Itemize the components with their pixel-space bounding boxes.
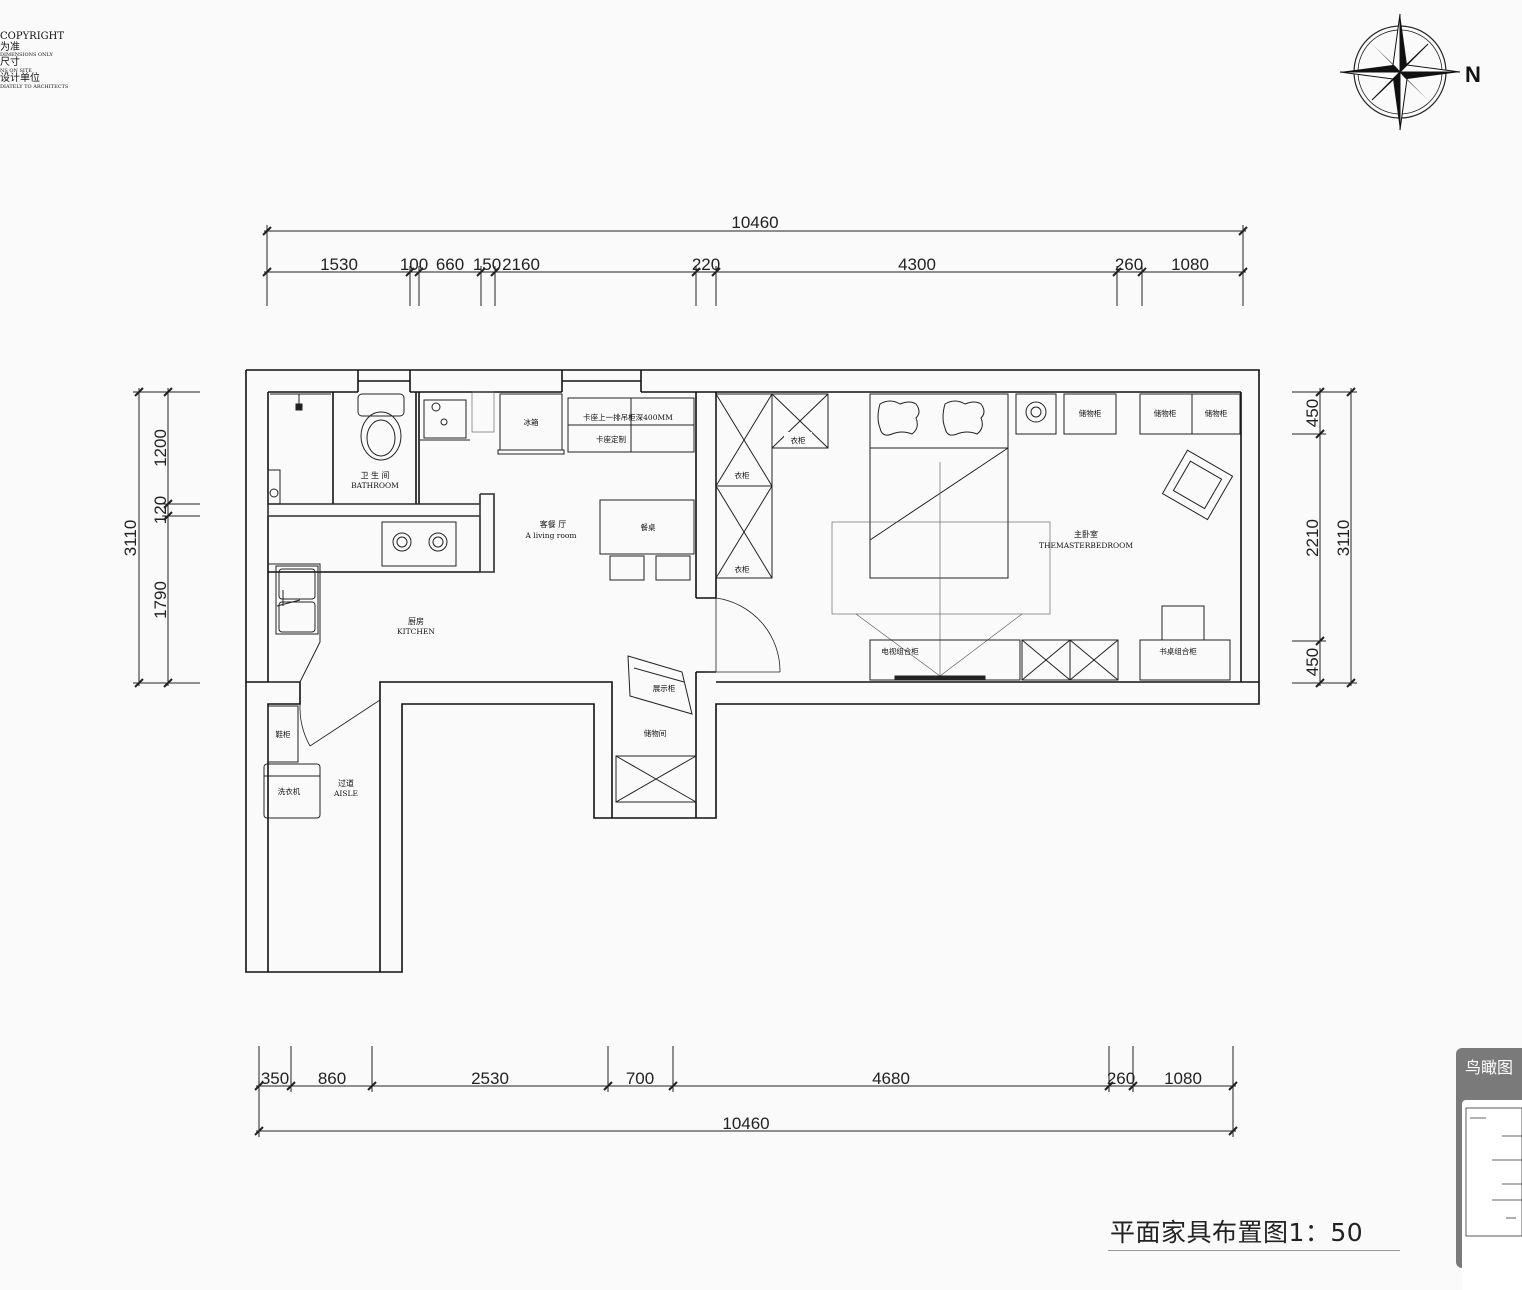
dim-top-seg: 660 xyxy=(436,255,464,274)
dim-left-seg: 120 xyxy=(151,496,170,524)
bed xyxy=(869,393,1009,579)
aisle-label-en: AISLE xyxy=(333,789,358,798)
dining-table-label: 餐桌 xyxy=(641,522,656,532)
left-dimension-lines xyxy=(133,387,200,688)
right-dimension-lines xyxy=(1292,387,1357,688)
kitchen-label-en: KITCHEN xyxy=(397,627,435,636)
wardrobe-label: 衣柜 xyxy=(735,470,750,480)
dim-bottom-seg: 860 xyxy=(318,1069,346,1088)
wardrobe-label: 衣柜 xyxy=(791,435,806,445)
aerial-view-panel[interactable]: 鸟瞰图 xyxy=(1456,1048,1522,1290)
storage-cabinet-label: 储物柜 xyxy=(1154,408,1177,418)
dim-left-seg: 1790 xyxy=(151,581,170,619)
dim-top-seg: 1080 xyxy=(1171,255,1209,274)
dim-top-seg: 150 xyxy=(473,255,501,274)
dim-bottom-seg: 2530 xyxy=(471,1069,509,1088)
aerial-view-thumbnail[interactable] xyxy=(1462,1100,1522,1290)
dim-top-seg: 260 xyxy=(1115,255,1143,274)
bathroom-label: 卫 生 间 xyxy=(360,470,389,480)
copyright-line: DIATELY TO ARCHITECTS xyxy=(0,83,69,90)
storage-cabinet-label: 储物柜 xyxy=(1205,408,1228,418)
dim-top-seg: 1530 xyxy=(320,255,358,274)
wall-hatch xyxy=(267,391,495,573)
tv-cabinet-label: 电视组合柜 xyxy=(881,646,919,656)
upper-cabinet-label: 卡座上一排吊柜深400MM xyxy=(583,412,673,422)
dim-top-seg: 220 xyxy=(692,255,720,274)
dim-top-seg: 100 xyxy=(400,255,428,274)
bathroom-fixtures xyxy=(267,393,470,505)
title-underline xyxy=(1108,1250,1400,1251)
bathroom-label-en: BATHROOM xyxy=(351,481,399,490)
doors xyxy=(299,597,781,747)
bottom-dimension-lines xyxy=(254,1046,1238,1137)
desk-cabinet-label: 书桌组合柜 xyxy=(1159,646,1197,656)
dim-bottom-seg: 700 xyxy=(626,1069,654,1088)
fridge-label: 冰箱 xyxy=(524,417,539,427)
kitchen-fixtures xyxy=(268,393,695,683)
booth-label: 卡座定制 xyxy=(596,434,626,444)
aerial-view-label: 鸟瞰图 xyxy=(1464,1058,1513,1077)
living-room-label: 客餐 厅 xyxy=(540,519,567,529)
copyright-line: 设计单位 xyxy=(0,73,40,84)
bedroom-cabinets xyxy=(869,393,1241,681)
storage-cabinet-label: 储物柜 xyxy=(1079,408,1102,418)
shoe-cabinet-label: 鞋柜 xyxy=(276,729,291,739)
bedroom-label: 主卧室 xyxy=(1074,529,1098,539)
display-cabinet-label: 展示柜 xyxy=(653,683,676,693)
dim-bottom-seg: 1080 xyxy=(1164,1069,1202,1088)
wardrobe-label: 衣柜 xyxy=(735,564,750,574)
copyright-line: 尺寸 xyxy=(0,57,20,69)
dim-right-seg: 2210 xyxy=(1303,519,1322,557)
north-label: N xyxy=(1465,62,1481,87)
dining-set xyxy=(599,499,695,581)
wardrobes xyxy=(715,393,829,579)
dim-right-total: 3110 xyxy=(1334,520,1353,557)
dim-right-seg: 450 xyxy=(1303,399,1322,427)
aisle-fixtures xyxy=(263,705,321,819)
dim-left-total: 3110 xyxy=(121,520,140,557)
kitchen-label: 厨房 xyxy=(408,616,424,626)
dim-bottom-seg: 4680 xyxy=(872,1069,910,1088)
storeroom-label: 储物间 xyxy=(644,728,667,738)
thumbnail-plan-icon xyxy=(1465,1107,1522,1237)
dim-bottom-seg: 260 xyxy=(1107,1069,1135,1088)
living-room-label-en: A living room xyxy=(525,531,577,540)
aisle-label: 过道 xyxy=(338,778,354,788)
copyright-block: COPYRIGHT 为准 DIMENSIONS ONLY 尺寸 NS ON SI… xyxy=(0,31,69,90)
rug xyxy=(831,462,1051,677)
bedroom-label-en: THEMASTERBEDROOM xyxy=(1039,541,1133,550)
top-dimension-lines xyxy=(262,225,1248,306)
washer-label: 洗衣机 xyxy=(278,786,301,796)
dim-top-seg: 4300 xyxy=(898,255,936,274)
copyright-line: 为准 xyxy=(0,41,20,53)
compass-icon xyxy=(1339,13,1461,131)
plan-title: 平面家具布置图1：50 xyxy=(1110,1218,1364,1247)
dim-right-seg: 450 xyxy=(1303,648,1322,676)
copyright-line: NS ON SITE xyxy=(0,67,32,74)
copyright-line: COPYRIGHT xyxy=(0,31,65,42)
dim-top-total: 10460 xyxy=(731,213,778,232)
dim-left-seg: 1200 xyxy=(151,429,170,467)
dim-top-seg: 2160 xyxy=(502,255,540,274)
dim-bottom-seg: 350 xyxy=(261,1069,289,1088)
storeroom-fixtures xyxy=(615,655,697,803)
dim-bottom-total: 10460 xyxy=(722,1114,769,1133)
copyright-line: DIMENSIONS ONLY xyxy=(0,52,53,58)
